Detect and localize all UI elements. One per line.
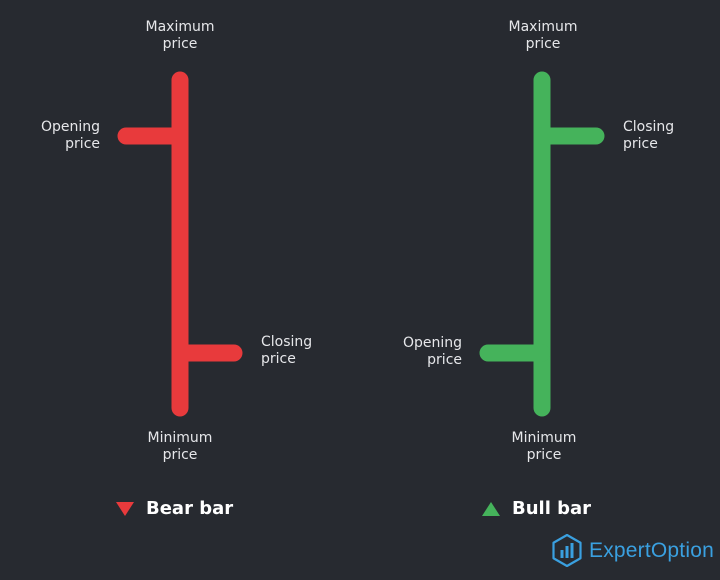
up-triangle-icon bbox=[482, 501, 500, 516]
expertoption-logo: ExpertOption bbox=[552, 534, 714, 567]
bear-max-label: Maximum price bbox=[120, 19, 240, 53]
bear-bar bbox=[117, 71, 243, 417]
bull-open-label-line2: price bbox=[427, 352, 462, 368]
bear-open-label-line2: price bbox=[65, 136, 100, 152]
bull-max-label-line2: price bbox=[525, 36, 561, 52]
bull-min-label: Minimum price bbox=[484, 430, 604, 464]
bull-min-label-line2: price bbox=[526, 447, 562, 463]
bear-max-label-line2: price bbox=[162, 36, 198, 52]
bear-min-label-line1: Minimum bbox=[147, 430, 213, 446]
down-triangle-icon bbox=[116, 501, 134, 516]
bear-bar-legend-text: Bear bar bbox=[146, 498, 234, 519]
bull-max-label: Maximum price bbox=[483, 19, 603, 53]
bear-min-label: Minimum price bbox=[120, 430, 240, 464]
bear-max-label-line1: Maximum bbox=[145, 19, 215, 35]
bear-close-label: Closing price bbox=[261, 334, 361, 368]
bull-close-label-line2: price bbox=[623, 136, 658, 152]
bull-open-label: Opening price bbox=[362, 335, 462, 369]
bear-close-label-line1: Closing bbox=[261, 334, 313, 350]
expertoption-logo-icon bbox=[552, 534, 582, 567]
bear-open-label: Opening price bbox=[0, 119, 100, 153]
bull-bar bbox=[479, 71, 605, 417]
bull-close-label: Closing price bbox=[623, 119, 720, 153]
bear-bar-legend: Bear bar bbox=[116, 498, 233, 519]
bull-max-label-line1: Maximum bbox=[508, 19, 578, 35]
bear-min-label-line2: price bbox=[162, 447, 198, 463]
bull-open-label-line1: Opening bbox=[402, 335, 462, 351]
bear-close-label-line2: price bbox=[261, 351, 296, 367]
expertoption-logo-text: ExpertOption bbox=[589, 538, 714, 562]
bear-open-label-line1: Opening bbox=[40, 119, 100, 135]
bull-close-label-line1: Closing bbox=[623, 119, 675, 135]
bull-bar-legend-text: Bull bar bbox=[512, 498, 592, 519]
bull-min-label-line1: Minimum bbox=[511, 430, 577, 446]
bull-bar-legend: Bull bar bbox=[482, 498, 591, 519]
